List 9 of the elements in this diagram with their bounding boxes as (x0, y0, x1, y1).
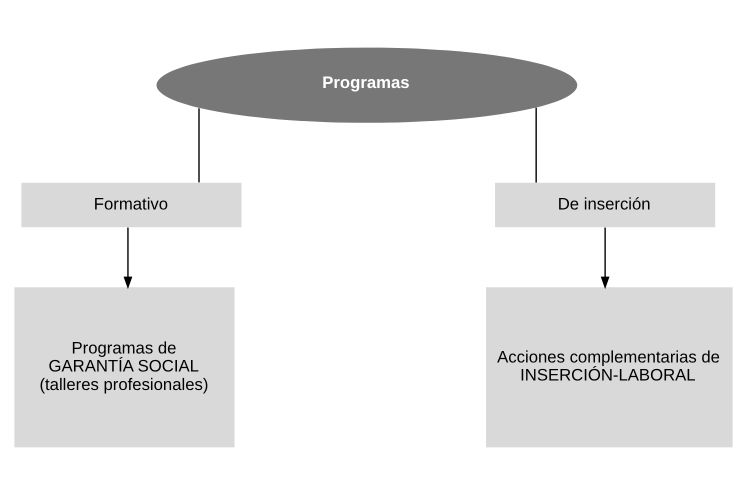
arrow (600, 227, 610, 289)
connector (535, 107, 537, 182)
node-box: Programas de GARANTÍA SOCIAL (talleres profesionales) (14, 286, 235, 447)
node-ellipse: Programas (156, 47, 578, 122)
arrow (124, 227, 132, 289)
node-box: De inserción (495, 182, 716, 227)
node-box: Formativo (21, 182, 242, 227)
connector (198, 108, 200, 182)
node-box: Acciones complementarias de INSERCIÓN-LABORAL (486, 286, 733, 447)
